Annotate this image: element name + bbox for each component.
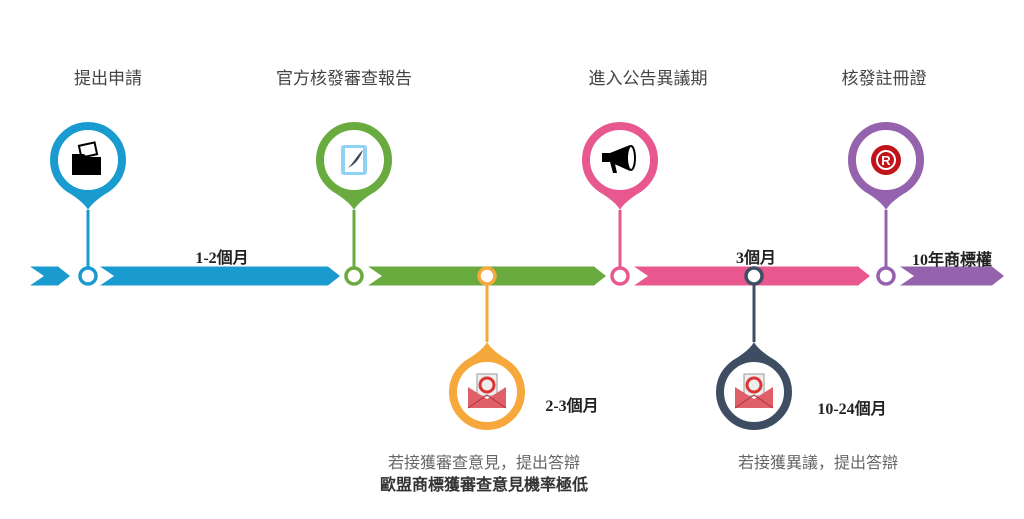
branch-note-exam: 若接獲審查意見，提出答辯 <box>388 449 580 473</box>
document-quill-icon <box>332 138 376 182</box>
pin-opposition-node <box>612 268 628 284</box>
pin-exam-response-node <box>479 268 495 284</box>
arrow-band-start <box>30 267 70 286</box>
arrow-band-blue <box>100 267 340 286</box>
step-title-opposition: 進入公告異議期 <box>589 64 708 89</box>
duration-first: 1-2個月 <box>195 244 248 268</box>
branch-duration-opposition: 10-24個月 <box>817 395 886 419</box>
pin-exam-report-node <box>346 268 362 284</box>
pin-registration-node <box>878 268 894 284</box>
megaphone-icon <box>598 138 642 182</box>
registered-trademark-icon: R <box>864 138 908 182</box>
branch-duration-exam: 2-3個月 <box>545 392 598 416</box>
rejected-mail-icon <box>732 369 776 413</box>
duration-validity: 10年商標權 <box>912 246 992 270</box>
svg-text:R: R <box>881 153 891 168</box>
step-title-exam-report: 官方核發審查報告 <box>276 64 412 89</box>
step-title-apply: 提出申請 <box>74 64 142 89</box>
step-title-registration: 核發註冊證 <box>842 64 927 89</box>
pin-opposition-response-node <box>746 268 762 284</box>
duration-opposition: 3個月 <box>736 244 776 268</box>
rejected-mail-icon <box>465 369 509 413</box>
branch-note-opposition: 若接獲異議，提出答辯 <box>738 449 898 473</box>
branch-note-exam-probability: 歐盟商標獲審查意見機率極低 <box>380 471 588 495</box>
pin-apply-node <box>80 268 96 284</box>
folder-icon <box>66 138 110 182</box>
